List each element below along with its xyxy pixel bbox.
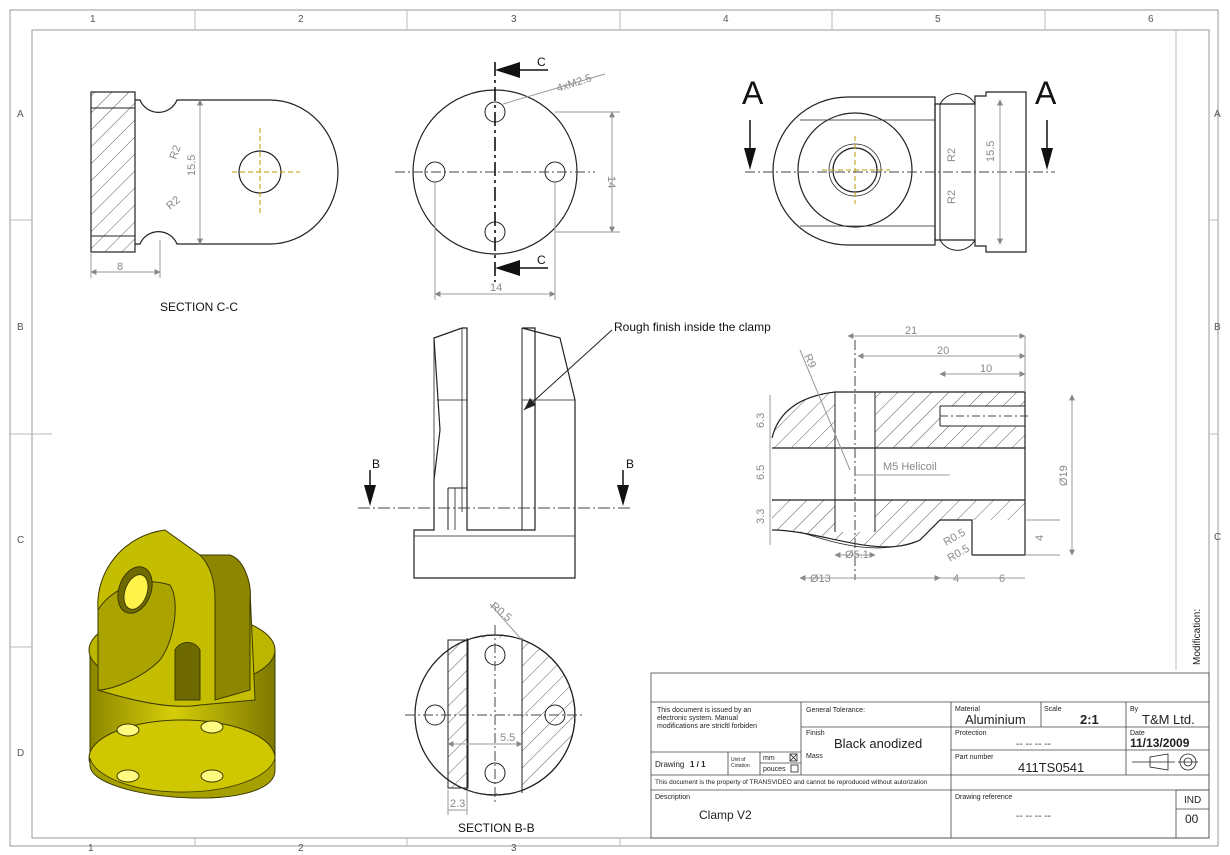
zone-row-b: B xyxy=(17,322,24,333)
modification-label: Modification: xyxy=(1192,609,1203,665)
unit-pouces-checkbox[interactable] xyxy=(790,764,799,773)
zone-col-3: 3 xyxy=(511,14,517,25)
material-label: Material xyxy=(955,706,980,713)
cut-label-b-left: B xyxy=(372,457,380,471)
dim-4-horizontal: 4 xyxy=(953,573,959,585)
finish-value: Black anodized xyxy=(834,736,922,751)
cut-label-a-right: A xyxy=(1035,75,1057,111)
zone-row-c-right: C xyxy=(1214,532,1221,543)
dim-6-3: 6.3 xyxy=(755,413,767,428)
zone-col-6: 6 xyxy=(1148,14,1154,25)
section-cc-view: 15.5 R2 R2 8 SECTION C-C xyxy=(90,91,339,314)
dim-dia-19: Ø19 xyxy=(1058,465,1070,486)
dim-6: 6 xyxy=(999,573,1005,585)
unit-mm-checkbox[interactable] xyxy=(789,753,798,762)
dim-4-vertical: 4 xyxy=(1034,535,1046,541)
zone-row-a: A xyxy=(17,109,24,120)
zone-labels: 1 2 3 4 5 6 1 2 3 A B C D A B C xyxy=(17,14,1221,854)
by-value: T&M Ltd. xyxy=(1142,712,1195,727)
dim-5-5: 5.5 xyxy=(500,732,515,744)
isometric-part-render xyxy=(88,529,276,799)
date-value: 11/13/2009 xyxy=(1130,736,1190,750)
zone-col-3-bottom: 3 xyxy=(511,843,517,854)
section-bb-title: SECTION B-B xyxy=(458,821,535,835)
zone-col-2-bottom: 2 xyxy=(298,843,304,854)
dim-r2-bottom: R2 xyxy=(946,190,958,204)
cut-label-b-right: B xyxy=(626,457,634,471)
zone-row-d: D xyxy=(17,748,24,759)
unit-label-2: Cotation xyxy=(731,763,750,769)
finish-label: Finish xyxy=(806,730,825,737)
description-value: Clamp V2 xyxy=(699,808,752,822)
drawing-value: 1 / 1 xyxy=(690,760,706,769)
issued-note-line-1: This document is issued by an xyxy=(657,707,751,714)
section-detail-view: 21 20 10 R9 6.3 6.5 3.3 M5 Helicoil Ø19 … xyxy=(755,325,1075,585)
dim-r2-top: R2 xyxy=(168,144,184,161)
material-value: Aluminium xyxy=(965,712,1026,727)
general-tolerance-label: General Tolerance: xyxy=(806,707,865,714)
dim-14-horizontal: 14 xyxy=(490,282,502,294)
dim-3-3: 3.3 xyxy=(755,509,767,524)
dim-r9: R9 xyxy=(801,352,818,370)
zone-row-a-right: A xyxy=(1214,109,1221,120)
dim-dia-13: Ø13 xyxy=(810,573,831,585)
zone-row-b-right: B xyxy=(1214,322,1221,333)
top-view: C C 4xM2.5 14 14 xyxy=(395,55,620,300)
part-number-value: 411TS0541 xyxy=(1018,760,1084,775)
drawing-label: Drawing xyxy=(655,760,684,769)
zone-col-4: 4 xyxy=(723,14,729,25)
cut-label-c-bottom: C xyxy=(537,253,546,267)
description-label: Description xyxy=(655,794,690,801)
property-note: This document is the property of TRANSVI… xyxy=(655,779,928,786)
dim-width: 8 xyxy=(117,261,123,273)
drawing-reference-label: Drawing reference xyxy=(955,794,1012,801)
unit-label-1: Unit of xyxy=(731,757,746,763)
finish-note: Rough finish inside the clamp xyxy=(614,320,771,334)
dim-holes: 4xM2.5 xyxy=(555,72,593,95)
dim-21: 21 xyxy=(905,325,917,337)
dim-2-3: 2.3 xyxy=(450,798,465,810)
zone-col-5: 5 xyxy=(935,14,941,25)
ind-label: IND xyxy=(1184,795,1201,806)
dim-6-5: 6.5 xyxy=(755,465,767,480)
dim-r2-top: R2 xyxy=(946,148,958,162)
issued-note-line-2: electronic system. Manual xyxy=(657,715,738,722)
title-block: Modification: This document is issued by… xyxy=(650,609,1210,839)
part-number-label: Part number xyxy=(955,754,994,761)
dim-helicoil: M5 Helicoil xyxy=(883,461,937,473)
ind-value: 00 xyxy=(1185,812,1199,826)
side-view: B B Rough finish inside the clamp xyxy=(358,320,771,579)
cut-label-c-top: C xyxy=(537,55,546,69)
dim-height: 15.5 xyxy=(985,141,997,162)
sheet-frame xyxy=(9,9,1219,847)
cut-label-a-left: A xyxy=(742,75,764,111)
protection-label: Protection xyxy=(955,730,987,737)
unit-mm: mm xyxy=(763,755,775,762)
dim-r0-5: R0.5 xyxy=(488,600,514,624)
drawing-reference-value: -- -- -- -- xyxy=(1016,811,1051,822)
dim-dia-5-1: Ø5.1 xyxy=(845,549,869,561)
zone-col-1: 1 xyxy=(90,14,96,25)
by-label: By xyxy=(1130,706,1139,713)
date-label: Date xyxy=(1130,730,1145,737)
scale-value: 2:1 xyxy=(1080,712,1099,727)
projection-symbol-icon xyxy=(1132,753,1198,771)
protection-value: -- -- -- -- xyxy=(1016,739,1051,750)
section-cc-title: SECTION C-C xyxy=(160,300,238,314)
issued-note-line-3: modifications are stricltl forbiden xyxy=(657,723,757,730)
zone-col-1-bottom: 1 xyxy=(88,843,94,854)
dim-10: 10 xyxy=(980,363,992,375)
dim-14-vertical: 14 xyxy=(605,176,617,188)
dim-height: 15.5 xyxy=(186,155,198,176)
zone-col-2: 2 xyxy=(298,14,304,25)
unit-pouces: pouces xyxy=(763,766,786,773)
dim-r2-bottom: R2 xyxy=(164,194,182,212)
mass-label: Mass xyxy=(806,753,823,760)
section-bb-view: R0.5 5.5 2.3 SECTION B-B xyxy=(405,600,585,835)
scale-label: Scale xyxy=(1044,706,1062,713)
zone-row-c: C xyxy=(17,535,24,546)
section-aa-view: A A R2 R2 15.5 xyxy=(742,75,1057,253)
dim-20: 20 xyxy=(937,345,949,357)
